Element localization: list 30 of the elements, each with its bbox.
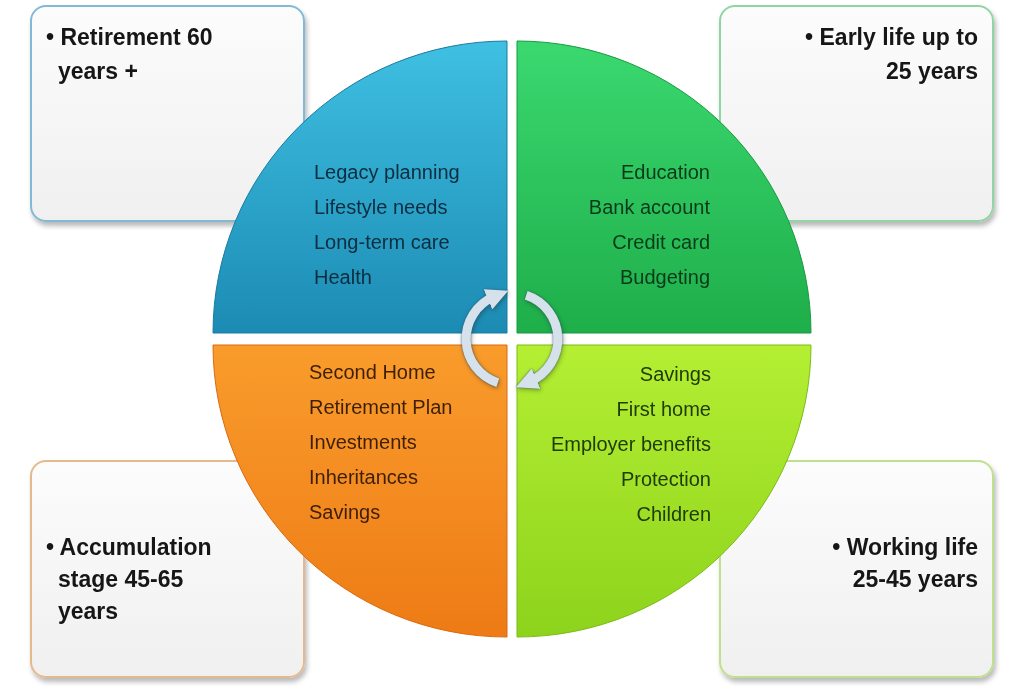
topic-label: Retirement Plan (309, 396, 453, 419)
topic-label: Protection (619, 468, 711, 491)
topic-label: Bank account (588, 196, 710, 219)
topic-label: Budgeting (618, 266, 710, 289)
topic-label: Long-term care (314, 231, 451, 254)
topic-label: Credit card (611, 231, 710, 254)
stage-card (30, 460, 305, 678)
stage-card (719, 460, 994, 678)
quarter-circle-segment (213, 41, 507, 333)
topic-label: Inheritances (309, 466, 419, 489)
quarter-circle-segment (517, 41, 811, 333)
topic-label: First home (615, 398, 711, 421)
topic-label: Legacy planning (314, 161, 460, 184)
stage-label: • Retirement 60 years + (46, 23, 214, 86)
topic-label: Employer benefits (550, 433, 711, 456)
quarter-circle-segment (213, 345, 507, 637)
topic-label: Investments (309, 431, 418, 454)
topic-label: Health (314, 266, 373, 289)
stage-label: • Accumulation stage 45-65 years (46, 533, 213, 626)
topic-label: Second Home (309, 361, 437, 384)
stage-card (719, 5, 994, 222)
quarter-circle-segment (517, 345, 811, 637)
topic-label: Savings (309, 501, 382, 524)
stage-label: • Working life 25-45 years (831, 533, 978, 594)
stage-card (30, 5, 305, 222)
topic-label: Savings (638, 363, 711, 386)
topic-label: Lifestyle needs (314, 196, 449, 219)
topic-label: Children (635, 503, 711, 526)
stage-label: • Early life up to 25 years (804, 23, 978, 86)
topic-label: Education (620, 161, 710, 184)
